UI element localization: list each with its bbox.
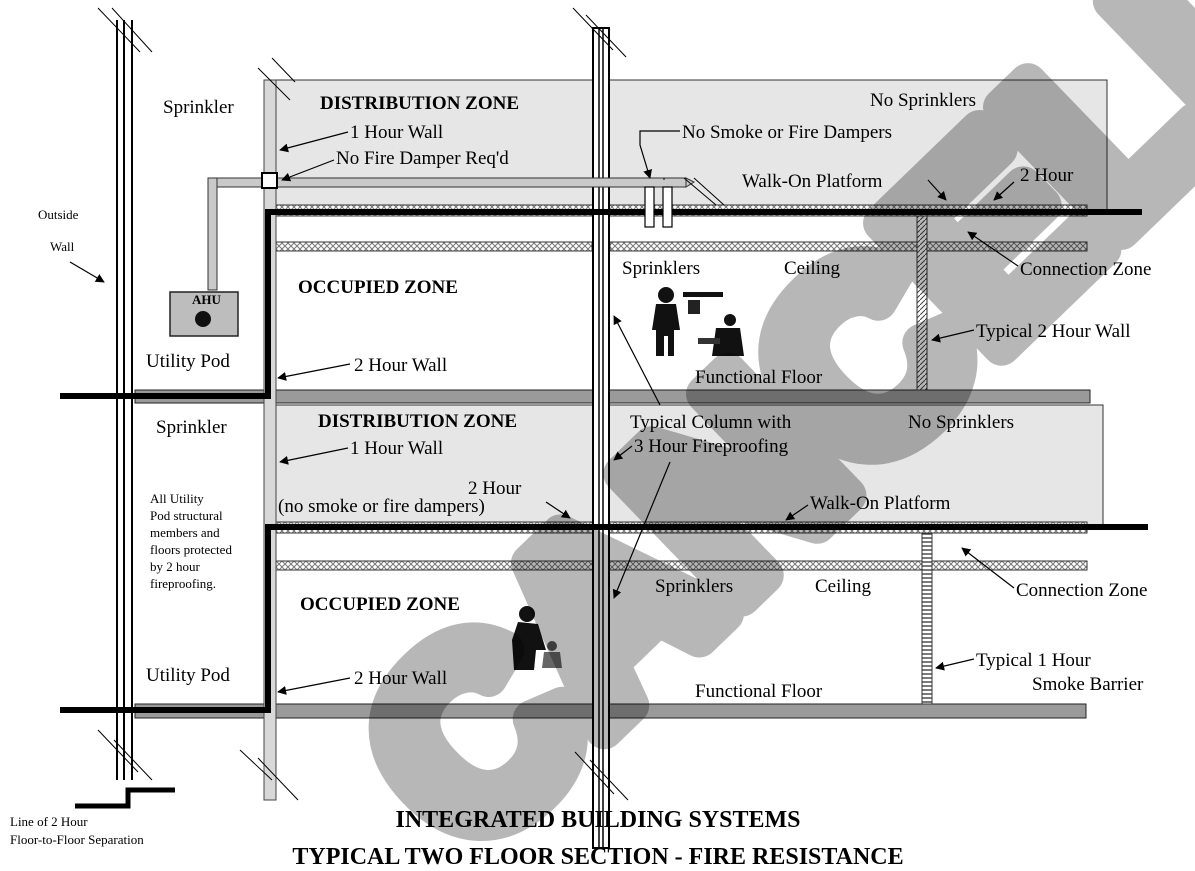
typical-1-hour-smoke-barrier <box>921 532 933 705</box>
no-smoke-or-fire-dampers-label: No Smoke or Fire Dampers <box>682 122 892 143</box>
pod-note-line-3: members and <box>150 525 220 540</box>
people-icon-upper <box>652 287 744 356</box>
upper-distribution-zone-label: DISTRIBUTION ZONE <box>320 93 519 114</box>
fire-damper-junction <box>261 172 278 189</box>
upper-sprinklers-label: Sprinklers <box>622 258 700 279</box>
ahu-unit: AHU <box>169 291 239 337</box>
upper-2-hour-label: 2 Hour <box>1020 165 1074 186</box>
legend-label-line1: Line of 2 Hour <box>10 814 88 829</box>
utility-pod-note: All Utility Pod structural members and f… <box>150 491 232 591</box>
legend-separation-line-symbol <box>75 787 175 809</box>
lower-functional-floor-label: Functional Floor <box>695 681 823 702</box>
upper-2-hour-wall-label: 2 Hour Wall <box>354 355 447 376</box>
typical-2-hour-wall-arrow <box>931 329 975 343</box>
upper-2-hour-arrow <box>993 181 1015 201</box>
lower-2-hour-wall-label: 2 Hour Wall <box>354 668 447 689</box>
ahu-duct <box>207 177 696 291</box>
upper-1-hour-wall-label: 1 Hour Wall <box>350 122 443 143</box>
upper-walk-on-platform-label: Walk-On Platform <box>742 171 883 192</box>
lower-2-hour-label-line1: 2 Hour <box>468 478 522 499</box>
pod-note-line-6: fireproofing. <box>150 576 216 591</box>
column-arrow-down <box>612 461 671 599</box>
pod-note-line-4: floors protected <box>150 542 232 557</box>
upper-sprinkler-label: Sprinkler <box>163 97 234 118</box>
lower-occupied-zone-label: OCCUPIED ZONE <box>300 594 460 615</box>
no-fire-damper-label: No Fire Damper Req'd <box>336 148 509 169</box>
column-label-line2: 3 Hour Fireproofing <box>634 436 789 457</box>
typical-2-hour-wall <box>916 215 928 391</box>
lower-sprinklers-label: Sprinklers <box>655 576 733 597</box>
upper-2-hour-separation-line <box>60 209 1142 399</box>
people-icon-lower <box>512 606 562 670</box>
column-arrow-up <box>613 315 661 406</box>
typical-2-hour-wall-label: Typical 2 Hour Wall <box>976 321 1131 342</box>
pod-note-line-5: by 2 hour <box>150 559 201 574</box>
column-arrow-mid <box>613 445 633 461</box>
upper-walk-on-platform-arrow <box>927 179 947 201</box>
lower-distribution-zone <box>275 404 1104 528</box>
diagram-title-line2: TYPICAL TWO FLOOR SECTION - FIRE RESISTA… <box>292 844 903 870</box>
ahu-label: AHU <box>192 292 222 307</box>
no-smoke-dampers-arrow <box>639 130 680 179</box>
lower-connection-zone-label: Connection Zone <box>1016 580 1147 601</box>
upper-no-sprinklers-label: No Sprinklers <box>870 90 976 111</box>
lower-walk-on-platform-label: Walk-On Platform <box>810 493 951 514</box>
lower-no-sprinklers-label: No Sprinklers <box>908 412 1014 433</box>
lower-2-hour-label-line2: (no smoke or fire dampers) <box>278 496 485 517</box>
no-fire-damper-arrow <box>281 159 335 182</box>
legend-label-line2: Floor-to-Floor Separation <box>10 832 144 847</box>
lower-1-hour-wall-arrow <box>279 447 349 465</box>
outside-wall-label-line1: Outside <box>38 207 79 222</box>
lower-2-hour-arrow <box>545 501 571 519</box>
lower-utility-pod-label: Utility Pod <box>146 665 230 686</box>
lower-ceiling-label: Ceiling <box>815 576 871 597</box>
lower-distribution-zone-label: DISTRIBUTION ZONE <box>318 411 517 432</box>
pod-note-line-2: Pod structural <box>150 508 223 523</box>
lower-1-hour-wall-label: 1 Hour Wall <box>350 438 443 459</box>
lower-sprinkler-label: Sprinkler <box>156 417 227 438</box>
lower-2-hour-wall-arrow <box>277 677 351 695</box>
outside-wall <box>97 7 153 781</box>
smoke-barrier-label-line2: Smoke Barrier <box>1032 674 1144 695</box>
upper-ceiling-left <box>275 241 593 252</box>
smoke-barrier-label-line1: Typical 1 Hour <box>976 650 1091 671</box>
upper-distribution-zone <box>275 79 1108 211</box>
pod-note-line-1: All Utility <box>150 491 204 506</box>
upper-connection-zone-arrow <box>967 231 1019 267</box>
lower-2-hour-separation-line <box>60 524 1148 713</box>
column-label-line1: Typical Column with <box>630 412 792 433</box>
upper-occupied-zone-label: OCCUPIED ZONE <box>298 277 458 298</box>
typical-column <box>572 7 629 849</box>
upper-connection-zone-label: Connection Zone <box>1020 259 1151 280</box>
outside-wall-arrow <box>69 261 105 283</box>
smoke-barrier-arrow <box>935 658 975 671</box>
upper-utility-pod-label: Utility Pod <box>146 351 230 372</box>
upper-ceiling-label: Ceiling <box>784 258 840 279</box>
upper-functional-floor-label: Functional Floor <box>695 367 823 388</box>
lower-connection-zone-arrow <box>961 547 1015 589</box>
diagram-title-line1: INTEGRATED BUILDING SYSTEMS <box>396 807 801 833</box>
outside-wall-label-line2: Wall <box>50 239 75 254</box>
lower-walk-on-platform-arrow <box>785 504 809 521</box>
upper-2-hour-wall-arrow <box>277 363 351 381</box>
upper-1-hour-wall-arrow <box>279 131 349 153</box>
